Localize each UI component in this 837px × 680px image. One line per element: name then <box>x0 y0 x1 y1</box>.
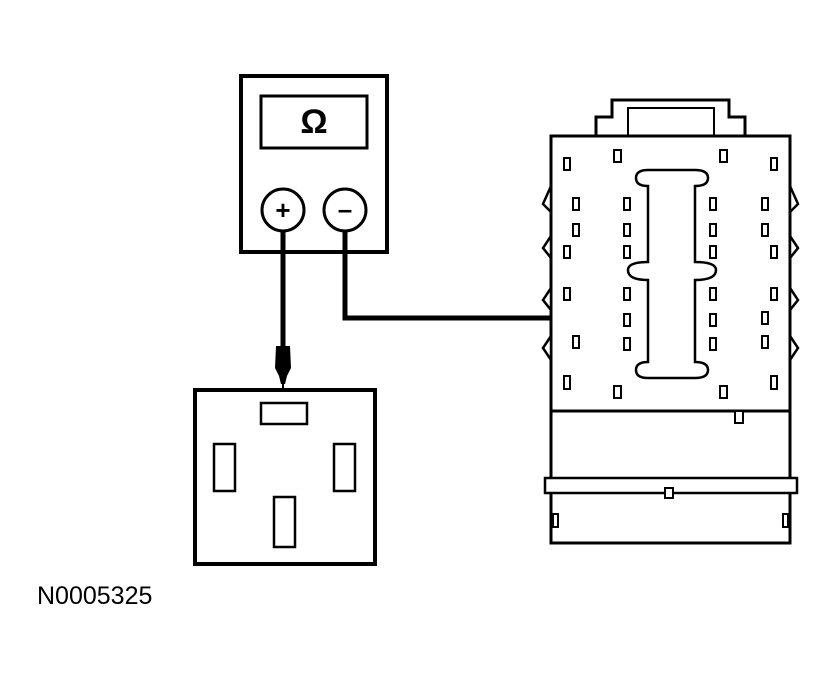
test-connector-right-terminal <box>332 442 357 493</box>
multimeter-display <box>259 94 369 150</box>
ohm-symbol: Ω <box>300 103 327 141</box>
test-connector-left-terminal <box>212 442 237 493</box>
module-connector-terminals <box>563 149 778 399</box>
positive-terminal <box>260 187 306 233</box>
module-connector <box>541 98 800 545</box>
positive-terminal-label: + <box>275 195 290 225</box>
figure-id: N0005325 <box>37 582 152 610</box>
test-connector-bottom-terminal <box>272 495 297 549</box>
multimeter: Ω + – <box>239 74 389 254</box>
negative-terminal-label: – <box>338 194 352 224</box>
module-connector-keyway <box>626 168 718 380</box>
positive-lead <box>275 232 291 404</box>
test-connector <box>193 388 377 566</box>
positive-probe <box>275 346 291 384</box>
test-connector-top-terminal <box>259 401 309 426</box>
negative-terminal <box>322 187 368 233</box>
